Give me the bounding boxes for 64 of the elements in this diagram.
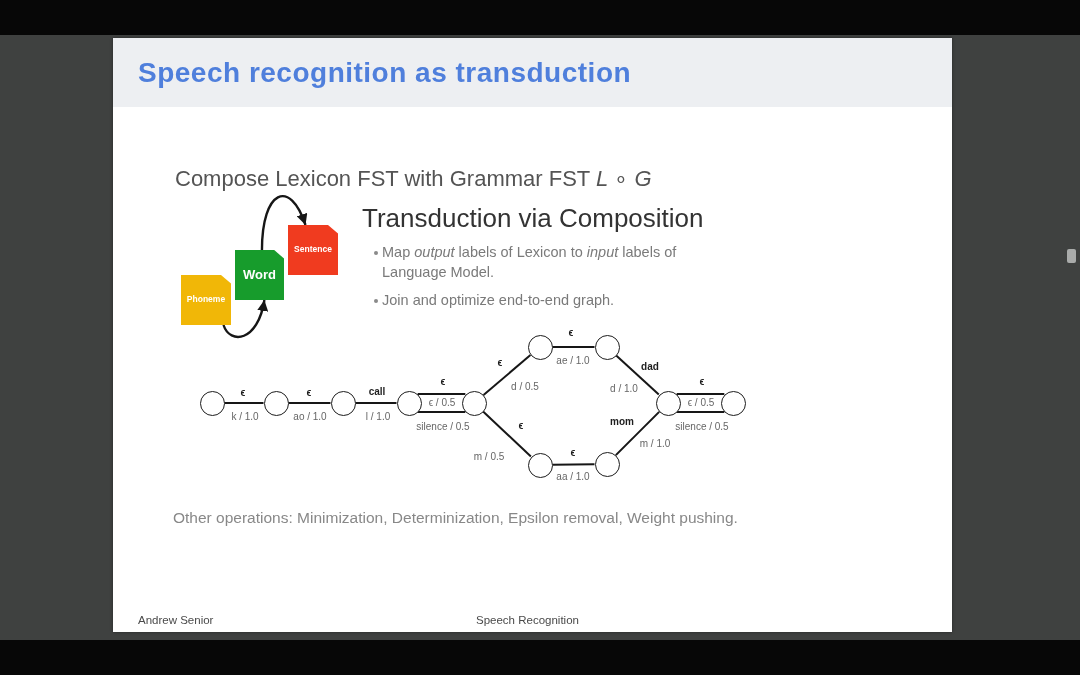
state-circle — [594, 334, 620, 360]
card-title: Phoneme — [186, 295, 226, 305]
transition-line — [614, 410, 661, 457]
transition-line — [615, 354, 660, 396]
transition-label: l / 1.0 — [364, 411, 392, 423]
edge-label: dad — [640, 361, 660, 373]
state-circle — [720, 390, 746, 416]
edge-label: call — [367, 386, 387, 398]
section-heading: Transduction via Composition — [362, 202, 704, 234]
edge-label: silence / 0.5 — [674, 421, 730, 433]
state-circle — [199, 390, 225, 416]
state-circle — [263, 390, 289, 416]
state-circle — [330, 390, 356, 416]
slide-title: Speech recognition as transduction — [138, 56, 632, 90]
edge-label: ϵ — [496, 357, 504, 369]
transition-label: k / 1.0 — [230, 411, 260, 423]
state-circle — [461, 390, 487, 416]
footer-text: Speech Recognition — [476, 613, 579, 627]
edge-label: ϵ — [698, 376, 706, 388]
transition-label: aa / 1.0 — [555, 471, 591, 483]
transition-line — [482, 354, 532, 396]
transition-line — [551, 346, 596, 348]
bullet-text: Map output labels of Lexicon to input labels of Language Model. — [382, 243, 678, 282]
edge-label: ϵ — [567, 327, 575, 339]
edge-label: mom — [609, 416, 635, 428]
edge-label: ϵ — [439, 376, 447, 388]
transition-label: d / 1.0 — [609, 383, 639, 395]
transition-line — [223, 402, 265, 404]
edge-label: ϵ — [239, 387, 247, 399]
card-title: Word — [243, 267, 276, 283]
transition-line — [416, 411, 467, 413]
state-circle — [655, 390, 681, 416]
transition-line — [287, 402, 332, 404]
subtitle-text: Compose Lexicon FST with Grammar FST L ∘ G — [175, 166, 652, 192]
card-title: Sentence — [294, 245, 332, 255]
transition-line — [675, 393, 726, 395]
edge-label: ϵ — [517, 420, 525, 432]
document-card — [235, 250, 284, 300]
state-circle — [527, 452, 553, 478]
curved-arrow — [222, 299, 268, 338]
transition-label: ϵ / 0.5 — [686, 397, 716, 409]
transition-label: m / 1.0 — [638, 438, 672, 450]
transition-line — [551, 463, 596, 466]
transition-label: ae / 1.0 — [555, 355, 591, 367]
edge-label: ϵ — [569, 447, 577, 459]
bullet-text: Join and optimize end-to-end graph. — [382, 291, 616, 310]
transition-line — [416, 393, 467, 395]
edge-label: silence / 0.5 — [415, 421, 471, 433]
curved-arrow — [260, 195, 307, 251]
footer-text: Andrew Senior — [138, 613, 214, 627]
state-circle — [396, 390, 422, 416]
document-card — [181, 275, 231, 325]
transition-line — [354, 402, 398, 404]
transition-label: ϵ / 0.5 — [427, 397, 457, 409]
state-circle — [527, 334, 553, 360]
transition-label: d / 0.5 — [510, 381, 540, 393]
transition-line — [675, 411, 726, 413]
document-card — [288, 225, 338, 275]
transition-label: ao / 1.0 — [292, 411, 328, 423]
transition-line — [482, 410, 532, 458]
state-circle — [594, 451, 620, 477]
note-text: Other operations: Minimization, Determinization, Epsilon removal, Weight pushing. — [173, 508, 738, 528]
transition-label: m / 0.5 — [472, 451, 506, 463]
edge-label: ϵ — [305, 387, 313, 399]
